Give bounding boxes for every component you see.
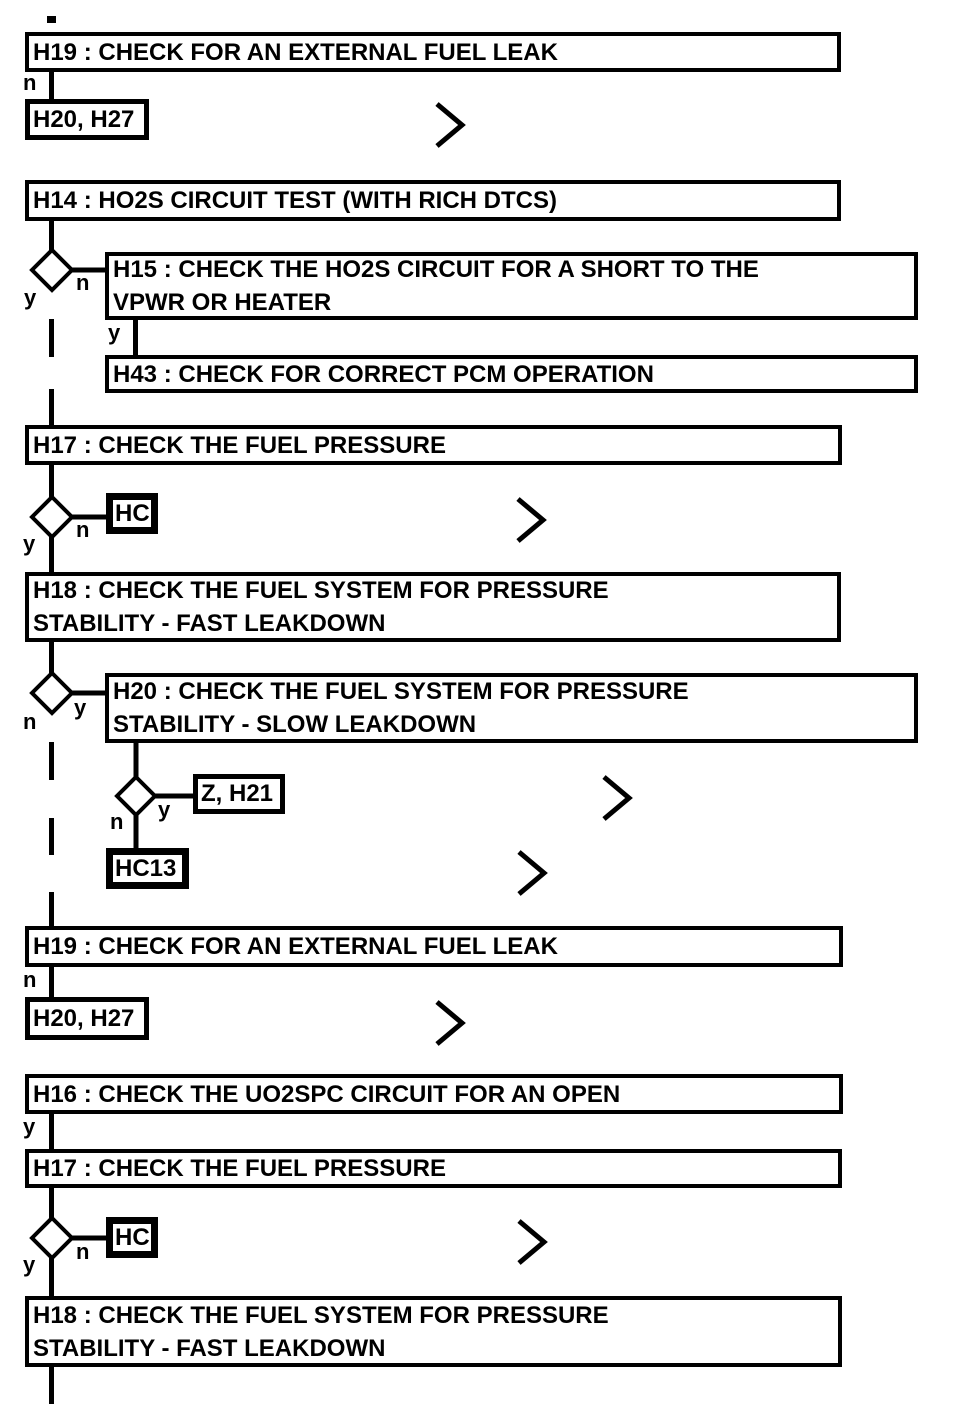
result-box-hc-second: HC <box>106 1217 158 1258</box>
step-box-h20: H20 : CHECK THE FUEL SYSTEM FOR PRESSURE… <box>105 673 918 743</box>
branch-label-n: n <box>23 709 37 734</box>
step-label: H19 : CHECK FOR AN EXTERNAL FUEL LEAK <box>33 933 558 960</box>
decision-diamond <box>114 774 158 818</box>
step-label: H43 : CHECK FOR CORRECT PCM OPERATION <box>113 360 654 388</box>
result-box-h20-h27-second: H20, H27 <box>25 997 149 1040</box>
decision-diamond <box>29 1215 75 1261</box>
branch-label-y: y <box>74 695 87 720</box>
result-label: HC <box>115 1223 150 1251</box>
result-box-z-h21: Z, H21 <box>193 774 285 814</box>
step-label-line2: VPWR OR HEATER <box>113 289 332 316</box>
result-label: HC13 <box>115 854 177 882</box>
step-box-h19-first: H19 : CHECK FOR AN EXTERNAL FUEL LEAK <box>25 32 841 72</box>
step-label-line2: STABILITY - FAST LEAKDOWN <box>33 610 386 637</box>
continuation-chevron-icon <box>517 850 548 896</box>
result-box-hc13: HC13 <box>106 848 189 889</box>
branch-label-y: y <box>24 285 37 310</box>
result-box-h20-h27-first: H20, H27 <box>25 99 149 140</box>
continuation-chevron-icon <box>516 497 547 543</box>
result-box-hc-first: HC <box>106 493 158 534</box>
continuation-chevron-icon <box>517 1219 548 1265</box>
step-box-h18-second: H18 : CHECK THE FUEL SYSTEM FOR PRESSURE… <box>25 1296 842 1367</box>
step-box-h43: H43 : CHECK FOR CORRECT PCM OPERATION <box>105 355 918 393</box>
continuation-chevron-icon <box>602 775 633 821</box>
step-box-h17-second: H17 : CHECK THE FUEL PRESSURE <box>25 1149 842 1188</box>
result-label: H20, H27 <box>33 1004 135 1032</box>
step-label-line2: STABILITY - SLOW LEAKDOWN <box>113 711 477 738</box>
step-box-h17-first: H17 : CHECK THE FUEL PRESSURE <box>25 425 842 465</box>
result-label: Z, H21 <box>201 780 274 807</box>
result-label: H20, H27 <box>33 105 135 133</box>
branch-label-y: y <box>108 320 121 345</box>
step-label-line2: STABILITY - FAST LEAKDOWN <box>33 1334 386 1362</box>
step-box-h19-second: H19 : CHECK FOR AN EXTERNAL FUEL LEAK <box>25 926 843 967</box>
branch-label-n: n <box>23 967 37 992</box>
decision-diamond <box>29 494 75 540</box>
step-label-line1: H18 : CHECK THE FUEL SYSTEM FOR PRESSURE <box>33 577 609 604</box>
step-box-h16: H16 : CHECK THE UO2SPC CIRCUIT FOR AN OP… <box>25 1074 843 1114</box>
step-label: H14 : HO2S CIRCUIT TEST (WITH RICH DTCS) <box>33 187 558 214</box>
branch-label-n: n <box>76 1239 90 1264</box>
branch-label-n: n <box>110 809 124 834</box>
branch-label-n: n <box>76 270 90 295</box>
page-top-dash <box>47 16 56 23</box>
decision-diamond <box>29 670 75 716</box>
decision-diamond <box>29 247 75 293</box>
step-label-line1: H15 : CHECK THE HO2S CIRCUIT FOR A SHORT… <box>113 256 759 283</box>
branch-label-y: y <box>23 1252 36 1277</box>
step-label: H17 : CHECK THE FUEL PRESSURE <box>33 431 446 459</box>
result-label: HC <box>115 499 150 527</box>
branch-label-y: y <box>23 531 36 556</box>
branch-label-n: n <box>76 517 90 542</box>
branch-label-n: n <box>23 70 37 95</box>
step-box-h18-first: H18 : CHECK THE FUEL SYSTEM FOR PRESSURE… <box>25 572 841 642</box>
step-label-line1: H20 : CHECK THE FUEL SYSTEM FOR PRESSURE <box>113 678 689 705</box>
step-label: H16 : CHECK THE UO2SPC CIRCUIT FOR AN OP… <box>33 1080 621 1108</box>
branch-label-y: y <box>158 797 171 822</box>
step-label: H17 : CHECK THE FUEL PRESSURE <box>33 1155 446 1182</box>
continuation-chevron-icon <box>435 1000 466 1046</box>
continuation-chevron-icon <box>435 102 466 148</box>
branch-label-y: y <box>23 1114 36 1139</box>
step-box-h15: H15 : CHECK THE HO2S CIRCUIT FOR A SHORT… <box>105 252 918 320</box>
step-box-h14: H14 : HO2S CIRCUIT TEST (WITH RICH DTCS) <box>25 180 841 221</box>
step-label: H19 : CHECK FOR AN EXTERNAL FUEL LEAK <box>33 38 558 66</box>
step-label-line1: H18 : CHECK THE FUEL SYSTEM FOR PRESSURE <box>33 1301 609 1329</box>
